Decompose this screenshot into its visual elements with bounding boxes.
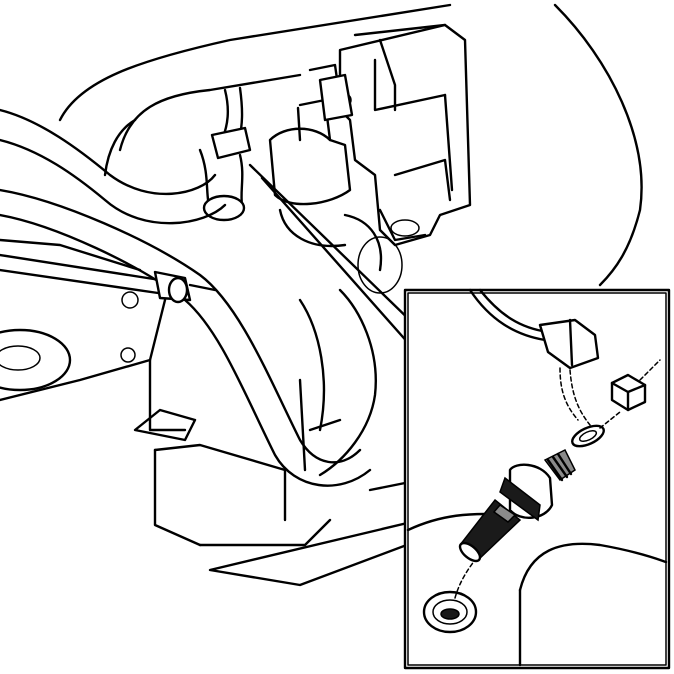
sensor-icon [458, 448, 576, 563]
engine-block [0, 238, 377, 547]
splash-plate [208, 478, 422, 587]
coolant-hoses [0, 108, 422, 487]
fuel-pipe [0, 253, 217, 304]
sealing-ring-icon [571, 411, 621, 448]
nut-icon [610, 359, 661, 412]
inset-detail [403, 288, 671, 670]
engine-casing [58, 3, 643, 287]
connector-plug-icon [468, 288, 600, 426]
control-unit [338, 23, 472, 247]
vacuum-hose [198, 86, 252, 222]
mounting-hole-icon [422, 590, 478, 634]
